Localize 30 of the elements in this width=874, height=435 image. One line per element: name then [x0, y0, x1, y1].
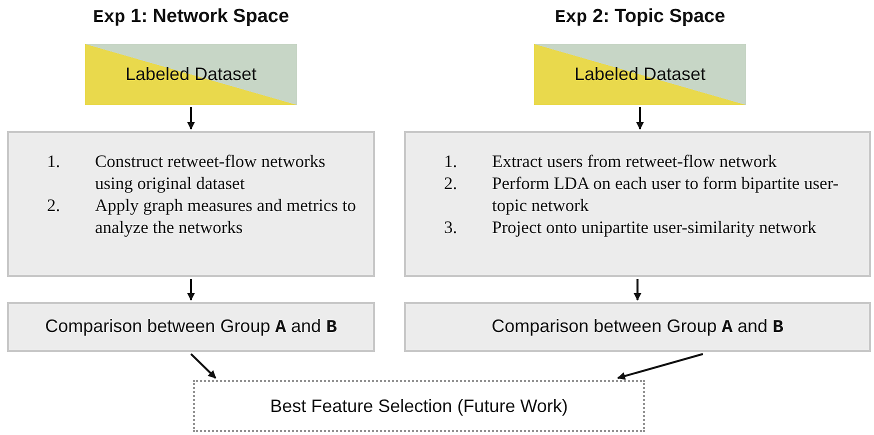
arrow — [187, 107, 195, 130]
list-number: 3. — [444, 216, 458, 238]
box-text: Comparison between Group A and B — [45, 316, 337, 338]
step-text: Perform LDA on each user to form bipartite user-topic network — [492, 172, 840, 216]
list-number: 2. — [47, 194, 62, 217]
arrow — [187, 279, 195, 301]
step-text: Project onto unipartite user-similarity network — [492, 216, 818, 238]
box-text: Labeled Dataset — [574, 64, 706, 85]
box-text: Labeled Dataset — [125, 64, 257, 85]
step-text: Extract users from retweet-flow network — [492, 150, 778, 172]
process-box — [404, 302, 871, 352]
arrow — [617, 353, 704, 380]
list-number: 1. — [47, 150, 62, 173]
dataset-box — [85, 44, 297, 105]
box-text: Best Feature Selection (Future Work) — [270, 396, 568, 416]
process-box — [7, 302, 375, 352]
arrow — [634, 279, 642, 301]
dataset-box — [534, 44, 746, 105]
box-text: Comparison between Group A and B — [492, 316, 784, 338]
list-number: 2. — [444, 172, 458, 195]
section-heading: Exp 1: Network Space — [92, 6, 290, 28]
process-box — [404, 131, 871, 277]
arrow — [190, 353, 216, 379]
dashed-box — [193, 380, 645, 432]
step-text: Construct retweet-flow networks using original dataset — [95, 150, 326, 194]
step-text: Apply graph measures and metrics to analyze the networks — [95, 194, 357, 238]
list-number: 1. — [444, 150, 458, 172]
section-heading: Exp 2: Topic Space — [554, 6, 726, 28]
arrow — [636, 107, 644, 130]
process-box — [7, 131, 375, 277]
